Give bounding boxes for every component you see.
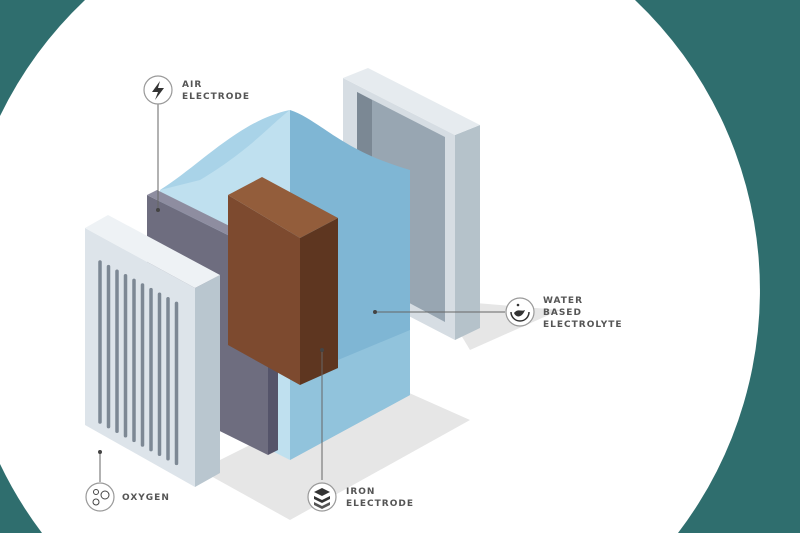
iron-electrode-block <box>228 177 338 385</box>
label-line: ELECTROLYTE <box>543 320 623 330</box>
iron-stack-icon <box>307 482 337 512</box>
label-line: WATER <box>543 296 584 306</box>
water-drop-icon <box>505 297 535 327</box>
leader-dots <box>98 208 377 454</box>
leader-lines <box>99 104 505 482</box>
iron-electrode-label: IRON ELECTRODE <box>346 486 414 510</box>
label-line: AIR <box>182 80 203 90</box>
label-line: ELECTRODE <box>182 92 250 102</box>
oxygen-bubbles-icon <box>85 482 115 512</box>
label-line: BASED <box>543 308 582 318</box>
air-electrode-label: AIR ELECTRODE <box>182 79 250 103</box>
floor-shadow <box>200 380 470 520</box>
lightning-icon <box>143 75 173 105</box>
label-line: ELECTRODE <box>346 499 414 509</box>
label-line: IRON <box>346 487 376 497</box>
water-electrolyte-label: WATER BASED ELECTROLYTE <box>543 295 623 331</box>
front-grille-panel <box>85 215 220 487</box>
oxygen-label: OXYGEN <box>122 493 170 503</box>
